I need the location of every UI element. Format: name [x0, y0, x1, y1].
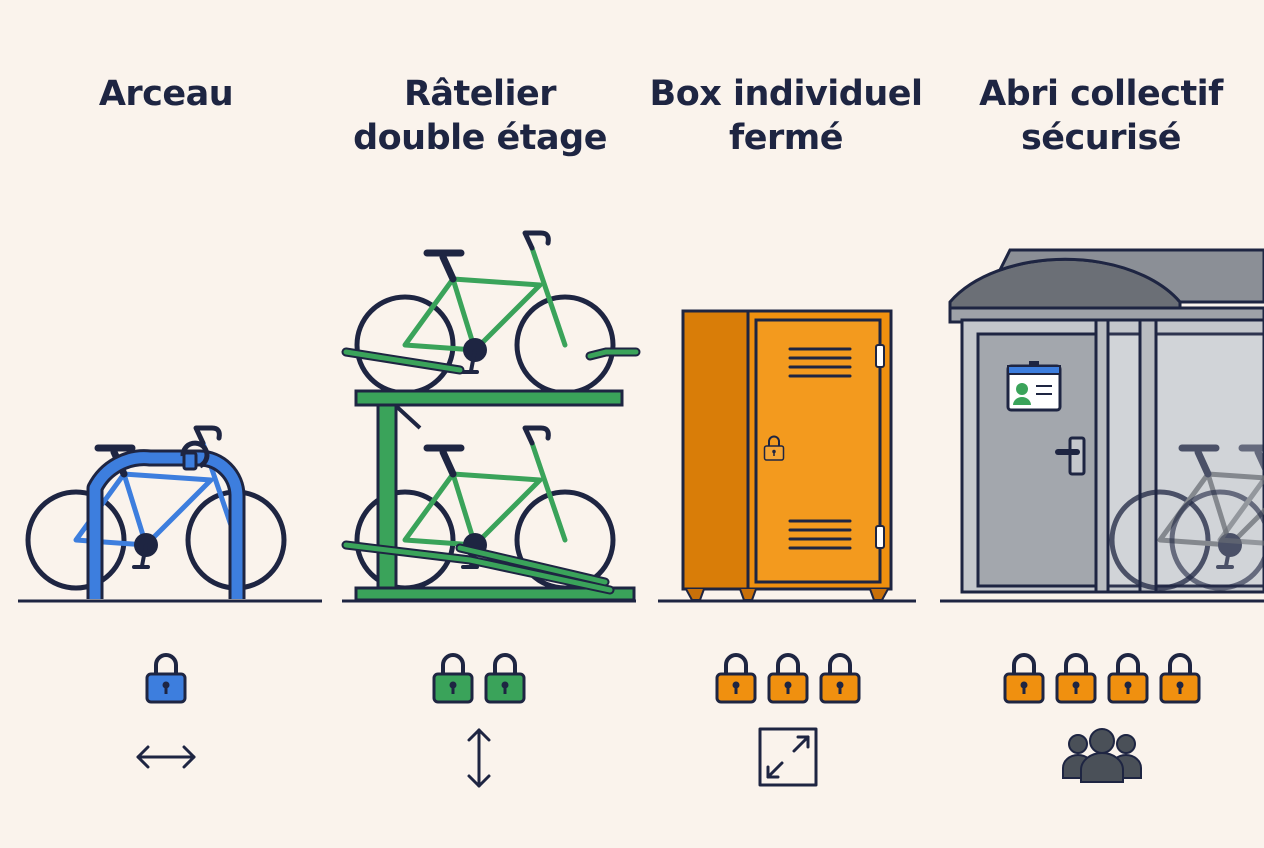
- vent-top: [788, 347, 852, 378]
- group-users-icon: [1062, 728, 1142, 783]
- padlock-icon: [1107, 653, 1149, 704]
- title-line: double étage: [353, 118, 607, 158]
- bicycle-icon: [357, 233, 613, 393]
- horizontal-arrow-icon: [136, 745, 196, 769]
- title-line: Arceau: [98, 74, 234, 114]
- column-title-ratelier: Râtelier double étage: [330, 72, 630, 160]
- expand-icon: [758, 727, 818, 787]
- bike-stand-hoop-illustration: [18, 428, 322, 603]
- padlock-icon: [145, 653, 187, 704]
- title-line: fermé: [729, 118, 843, 158]
- padlock-icon: [819, 653, 861, 704]
- padlock-icon: [432, 653, 474, 704]
- title-line: Râtelier: [403, 74, 557, 114]
- column-title-box: Box individuel fermé: [636, 72, 936, 160]
- title-line: sécurisé: [1020, 118, 1182, 158]
- padlock-icon: [484, 653, 526, 704]
- security-levels: [145, 653, 1201, 704]
- title-line: Box individuel: [649, 74, 923, 114]
- title-line: Abri collectif: [979, 74, 1223, 114]
- padlock-icon: [1055, 653, 1097, 704]
- padlock-icon: [1159, 653, 1201, 704]
- column-title-abri: Abri collectif sécurisé: [951, 72, 1251, 160]
- padlock-icon: [767, 653, 809, 704]
- padlock-icon: [1003, 653, 1045, 704]
- two-tier-bike-rack-illustration: [341, 233, 641, 603]
- secure-bike-shelter-illustration: [940, 248, 1264, 603]
- column-title-arceau: Arceau: [16, 72, 316, 116]
- vent-bottom: [788, 519, 852, 550]
- padlock-icon: [715, 653, 757, 704]
- bike-locker-illustration: [658, 309, 916, 603]
- vertical-arrow-icon: [467, 728, 491, 788]
